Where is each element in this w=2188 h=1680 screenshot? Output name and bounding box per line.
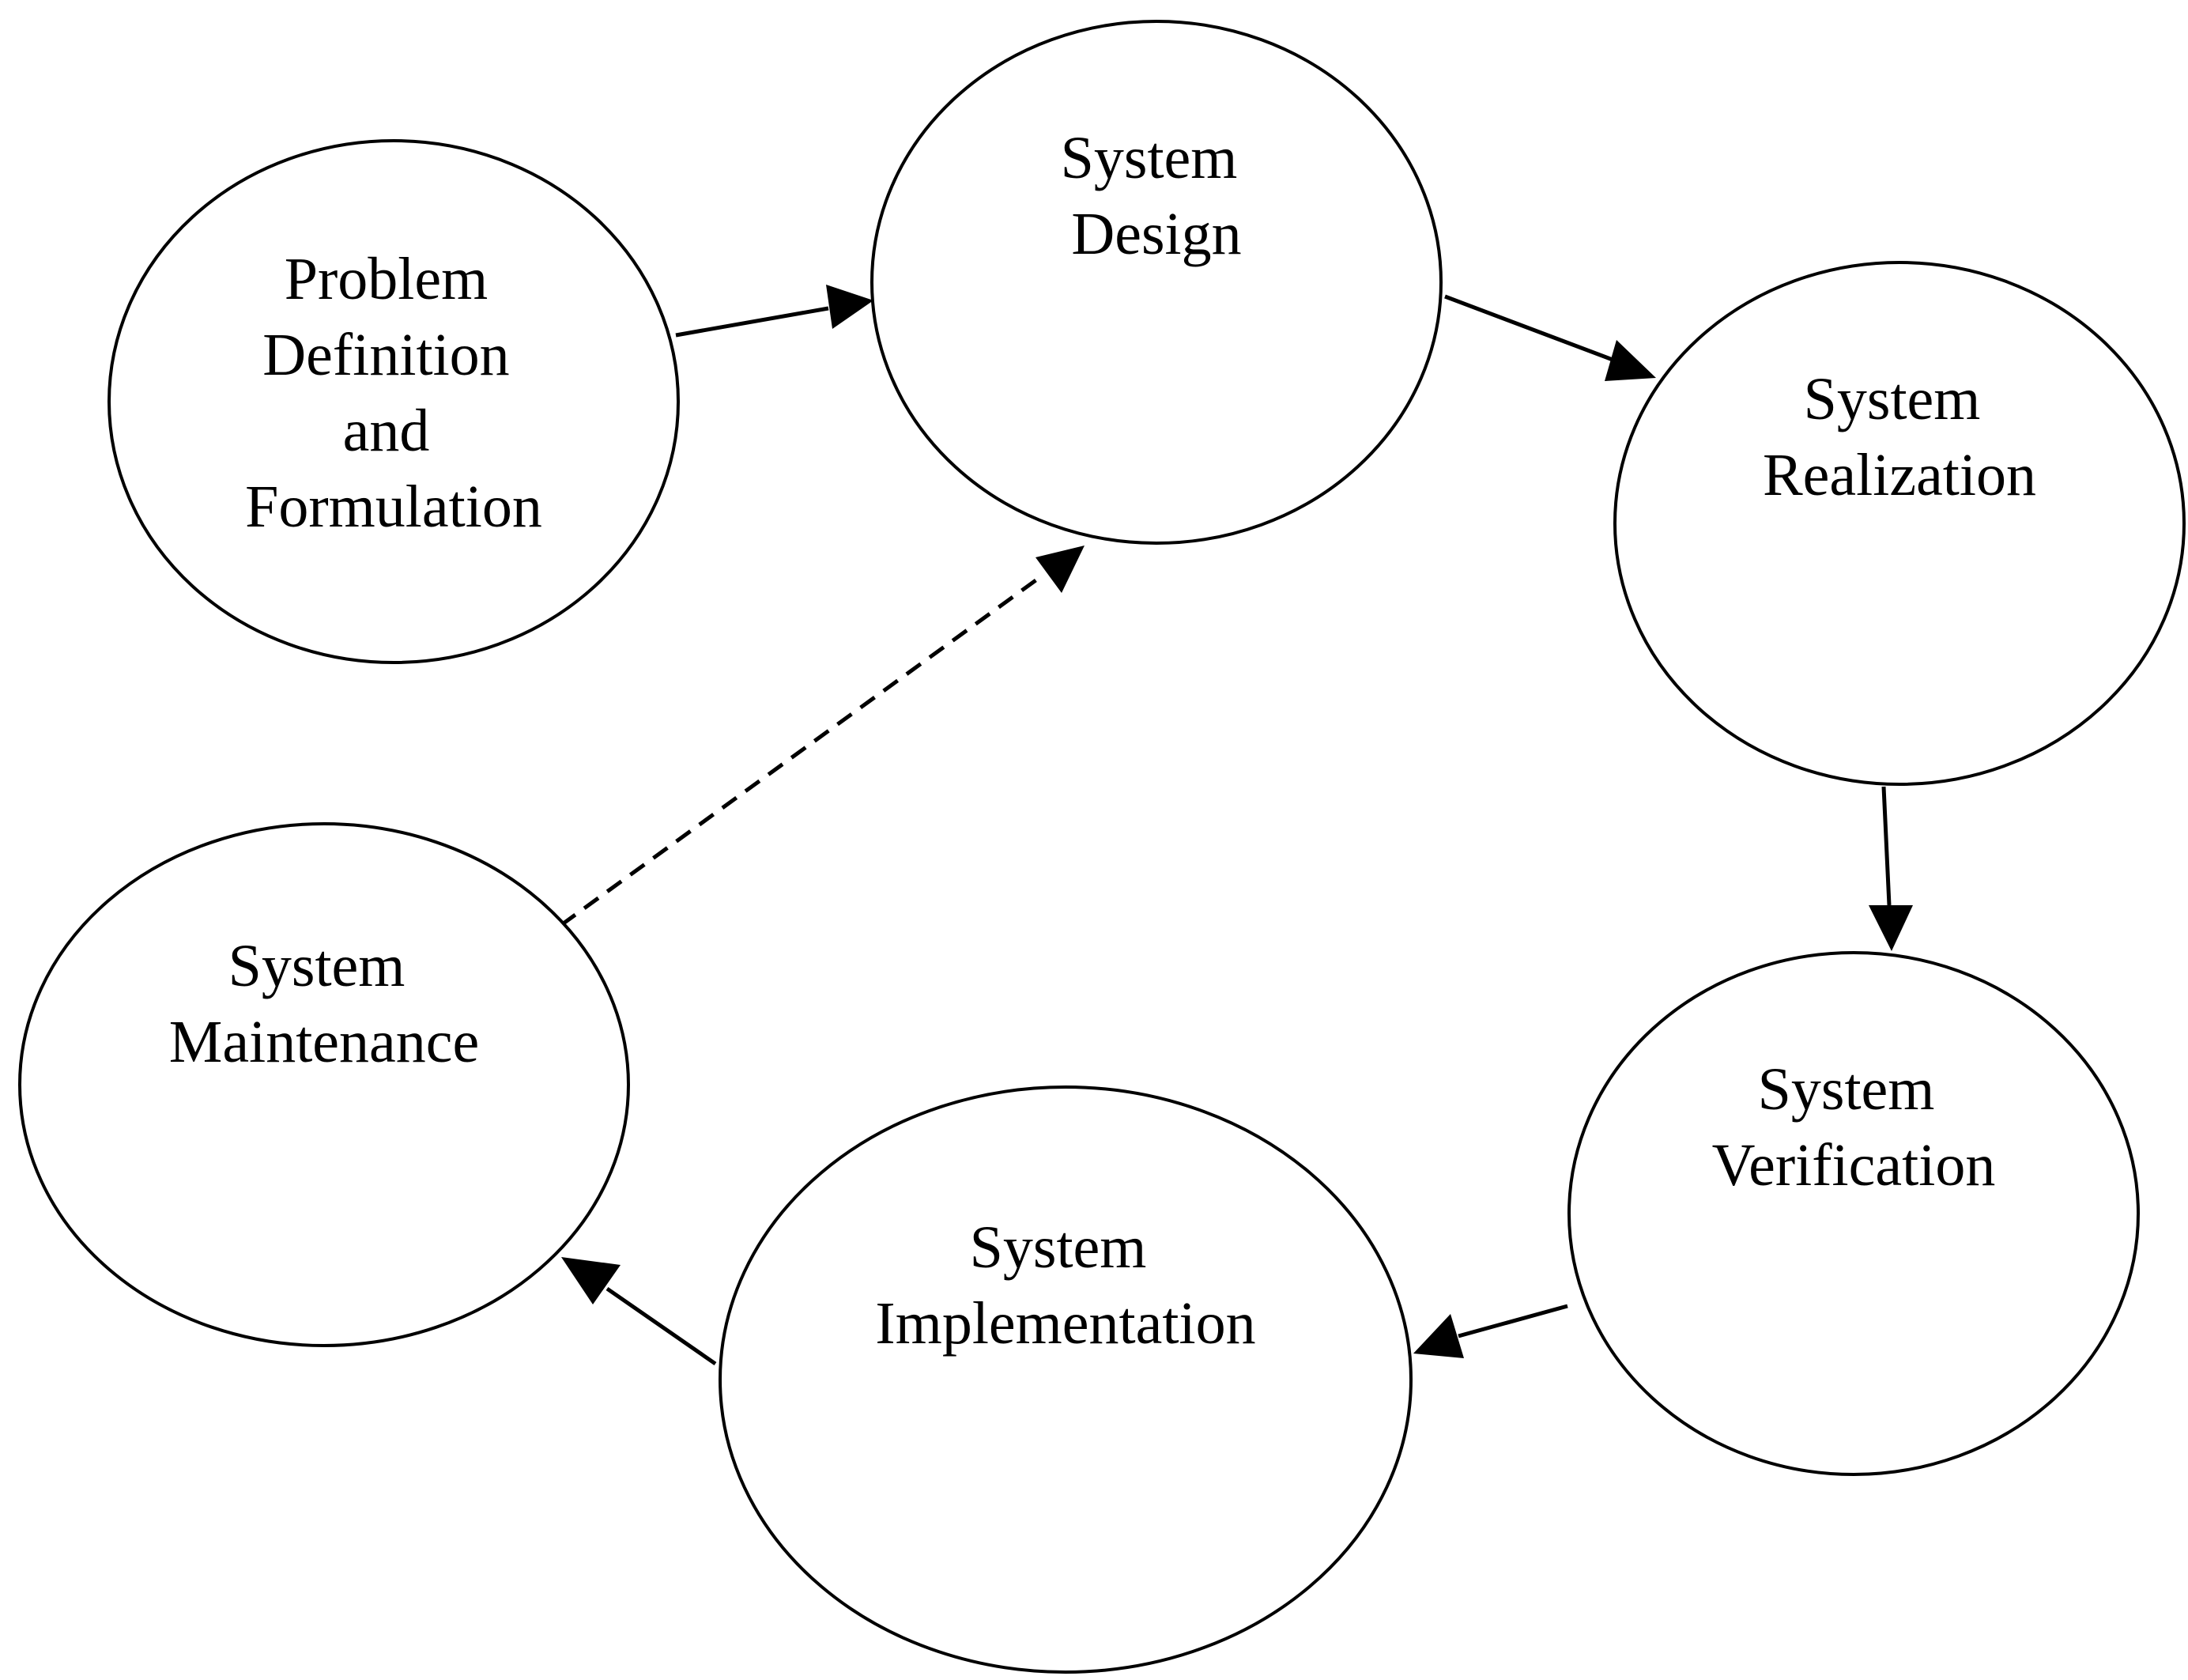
label-line: Design <box>1071 201 1241 267</box>
label-line: System <box>1061 125 1238 191</box>
node-label: System Realization <box>1763 366 2036 508</box>
node-ellipse <box>1567 951 2140 1476</box>
node-ellipse <box>1613 261 2186 786</box>
label-line: System <box>228 933 406 999</box>
edge-maintenance-to-design-dashed <box>560 546 1085 927</box>
edge-design-to-realization <box>1444 294 1656 381</box>
node-system-realization: System Realization <box>1613 261 2186 786</box>
node-system-maintenance: System Maintenance <box>18 822 630 1347</box>
edges <box>560 285 1913 1366</box>
label-line: Problem <box>285 246 489 312</box>
node-label: System Maintenance <box>169 933 479 1075</box>
label-line: System <box>1758 1056 1935 1123</box>
node-ellipse <box>870 20 1443 545</box>
label-line: Verification <box>1712 1132 1996 1199</box>
node-ellipse <box>18 822 630 1347</box>
node-system-implementation: System Implementation <box>719 1085 1413 1674</box>
label-line: System <box>1804 366 1981 432</box>
node-system-verification: System Verification <box>1567 951 2140 1476</box>
label-line: Definition <box>262 322 509 388</box>
label-line: System <box>970 1214 1147 1281</box>
node-label: System Implementation <box>875 1214 1255 1357</box>
label-line: Maintenance <box>169 1009 479 1075</box>
label-line: Formulation <box>245 474 542 540</box>
edge-realization-to-verification <box>1869 786 1913 951</box>
node-ellipse <box>719 1085 1413 1674</box>
label-line: and <box>343 398 430 464</box>
edge-problem-to-design <box>675 285 873 338</box>
label-line: Realization <box>1763 442 2036 508</box>
label-line: Implementation <box>875 1290 1255 1357</box>
node-label: Problem Definition and Formulation <box>245 246 542 540</box>
node-label: System Verification <box>1712 1056 1996 1199</box>
edge-implementation-to-maintenance <box>561 1257 717 1366</box>
node-problem-definition: Problem Definition and Formulation <box>108 139 680 664</box>
node-ellipse <box>108 139 680 664</box>
node-system-design: System Design <box>870 20 1443 545</box>
node-label: System Design <box>1061 125 1253 267</box>
edge-verification-to-implementation <box>1413 1304 1568 1358</box>
